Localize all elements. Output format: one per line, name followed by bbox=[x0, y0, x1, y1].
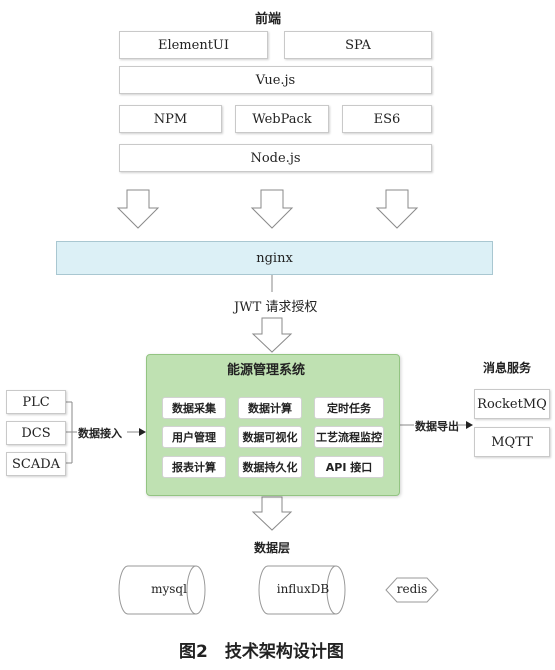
db-mysql: mysql bbox=[151, 582, 187, 596]
module-data-visualization: 数据可视化 bbox=[238, 426, 302, 448]
db-influxdb: influxDB bbox=[276, 582, 330, 596]
msg-rocketmq: RocketMQ bbox=[474, 389, 550, 419]
module-data-collection: 数据采集 bbox=[162, 397, 226, 419]
module-user-management: 用户管理 bbox=[162, 426, 226, 448]
arrow-frontend-nginx-left bbox=[116, 189, 160, 229]
influxdb-cylinder-shape bbox=[258, 565, 346, 615]
core-title: 能源管理系统 bbox=[227, 363, 306, 378]
data-export-label: 数据导出 bbox=[415, 420, 459, 433]
module-api: API 接口 bbox=[314, 456, 384, 478]
data-input-label: 数据接入 bbox=[78, 427, 122, 440]
vue-box: Vue.js bbox=[119, 66, 432, 94]
input-plc: PLC bbox=[6, 390, 66, 414]
export-arrow-head bbox=[466, 421, 473, 429]
msg-mqtt: MQTT bbox=[474, 427, 550, 457]
module-scheduled-tasks: 定时任务 bbox=[314, 397, 384, 419]
jwt-label: JWT 请求授权 bbox=[234, 300, 318, 315]
input-scada: SCADA bbox=[6, 452, 66, 476]
arrow-jwt-core bbox=[251, 317, 293, 353]
node-box: Node.js bbox=[119, 144, 432, 172]
module-report-calculation: 报表计算 bbox=[162, 456, 226, 478]
module-data-calculation: 数据计算 bbox=[238, 397, 302, 419]
input-arrow-head bbox=[139, 428, 146, 436]
nginx-bar: nginx bbox=[56, 241, 493, 275]
input-dcs: DCS bbox=[6, 421, 66, 445]
element-ui-box: ElementUI bbox=[119, 31, 268, 59]
mysql-cylinder-shape bbox=[118, 565, 206, 615]
arrow-frontend-nginx-mid bbox=[250, 189, 294, 229]
messaging-title: 消息服务 bbox=[483, 361, 532, 375]
webpack-box: WebPack bbox=[235, 105, 329, 133]
spa-box: SPA bbox=[284, 31, 432, 59]
db-redis: redis bbox=[396, 582, 428, 596]
data-layer-title: 数据层 bbox=[254, 541, 291, 555]
figure-caption: 图2 技术架构设计图 bbox=[179, 642, 344, 662]
module-data-persistence: 数据持久化 bbox=[238, 456, 302, 478]
npm-box: NPM bbox=[119, 105, 222, 133]
redis-hexagon-shape bbox=[385, 577, 439, 603]
arrow-frontend-nginx-right bbox=[375, 189, 419, 229]
frontend-title: 前端 bbox=[255, 12, 282, 27]
es6-box: ES6 bbox=[342, 105, 432, 133]
module-process-monitoring: 工艺流程监控 bbox=[314, 426, 384, 448]
arrow-core-datalayer bbox=[251, 496, 293, 531]
